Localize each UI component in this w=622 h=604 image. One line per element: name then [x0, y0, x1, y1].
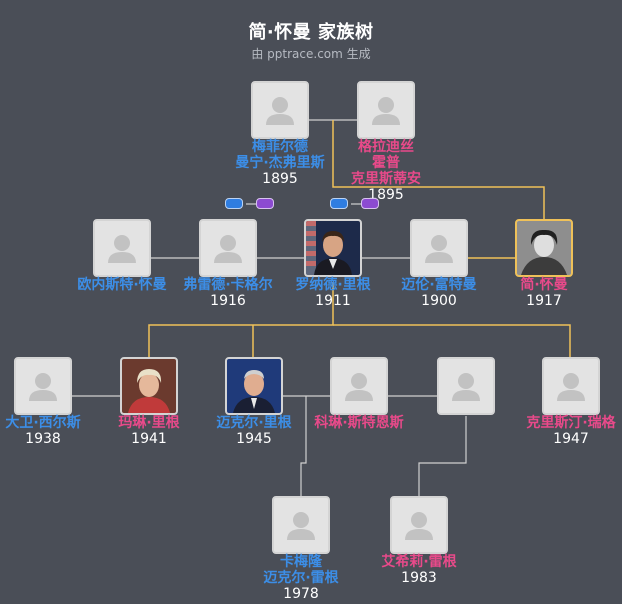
- person-birth-year: 1911: [315, 293, 351, 309]
- person-name[interactable]: 迈克尔·里根: [216, 415, 292, 431]
- person-placeholder-icon[interactable]: [330, 357, 388, 415]
- person-birth-year: 1938: [25, 431, 61, 447]
- person-placeholder-icon[interactable]: [14, 357, 72, 415]
- marriage-badge-blue[interactable]: [330, 198, 348, 209]
- person-placeholder-icon[interactable]: [251, 81, 309, 139]
- person-name[interactable]: 简·怀曼: [520, 277, 568, 293]
- person-name[interactable]: 克里斯汀·瑞格: [526, 415, 616, 431]
- person-label: 科琳·斯特恩斯: [279, 415, 439, 431]
- person-photo[interactable]: [304, 219, 362, 277]
- person-name[interactable]: 欧内斯特·怀曼: [77, 277, 167, 293]
- person-placeholder-icon[interactable]: [410, 219, 468, 277]
- person-birth-year: 1900: [421, 293, 457, 309]
- person-birth-year: 1947: [553, 431, 589, 447]
- person-birth-year: 1945: [236, 431, 272, 447]
- person-birth-year: 1941: [131, 431, 167, 447]
- marriage-badge-blue[interactable]: [225, 198, 243, 209]
- person-placeholder-icon[interactable]: [542, 357, 600, 415]
- person-name[interactable]: 玛琳·里根: [118, 415, 180, 431]
- person-placeholder-icon[interactable]: [93, 219, 151, 277]
- child-line-p15: [418, 416, 467, 497]
- person-name[interactable]: 罗纳德·里根: [295, 277, 371, 293]
- person-name[interactable]: 格拉迪丝 霍普 克里斯蒂安: [351, 139, 421, 187]
- page-subtitle: 由 pptrace.com 生成: [251, 47, 371, 61]
- marriage-badge-purple[interactable]: [256, 198, 274, 209]
- child-line-p14: [300, 396, 307, 497]
- person-placeholder-icon[interactable]: [357, 81, 415, 139]
- person-placeholder-icon[interactable]: [272, 496, 330, 554]
- person-placeholder-icon[interactable]: [390, 496, 448, 554]
- person-placeholder-icon[interactable]: [199, 219, 257, 277]
- person-name[interactable]: 艾希莉·雷根: [381, 554, 457, 570]
- person-label: 欧内斯特·怀曼: [42, 277, 202, 293]
- person-name[interactable]: 大卫·西尔斯: [5, 415, 81, 431]
- person-birth-year: 1917: [526, 293, 562, 309]
- person-photo[interactable]: [120, 357, 178, 415]
- person-birth-year: 1978: [283, 586, 319, 602]
- page-title: 简·怀曼 家族树: [248, 22, 374, 43]
- person-name[interactable]: 迈伦·富特曼: [401, 277, 477, 293]
- highlight-line-parents-to-p7: [332, 120, 545, 222]
- person-photo[interactable]: [225, 357, 283, 415]
- marriage-badge-purple[interactable]: [361, 198, 379, 209]
- person-birth-year: 1916: [210, 293, 246, 309]
- person-name[interactable]: 科琳·斯特恩斯: [314, 415, 404, 431]
- person-photo[interactable]: [515, 219, 573, 277]
- highlight-line-p5-p7-children: [148, 282, 334, 360]
- person-name[interactable]: 弗雷德·卡格尔: [183, 277, 273, 293]
- person-name[interactable]: 梅菲尔德 曼宁·杰弗里斯: [235, 139, 325, 171]
- highlight-line-to-p13: [333, 324, 571, 360]
- person-birth-year: 1983: [401, 570, 437, 586]
- person-name[interactable]: 卡梅隆 迈克尔·雷根: [263, 554, 339, 586]
- person-placeholder-icon[interactable]: [437, 357, 495, 415]
- person-birth-year: 1895: [262, 171, 298, 187]
